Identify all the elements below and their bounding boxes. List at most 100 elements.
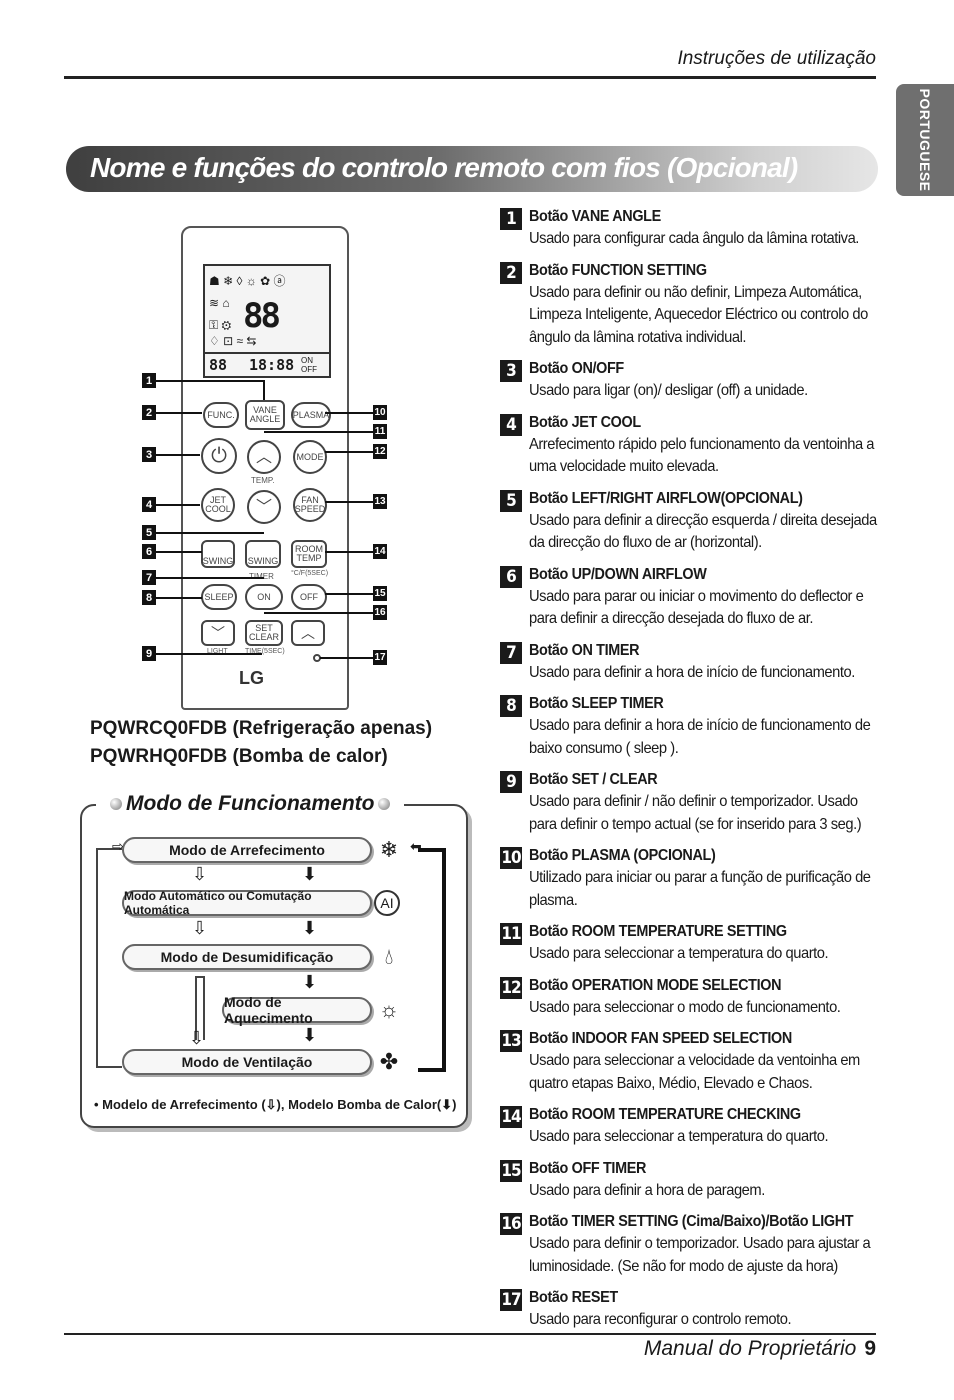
leader-line [325,593,373,595]
lcd-digits: 88 [243,296,281,336]
auto-mode-icon: AI [374,890,400,916]
header-rule [64,76,876,79]
light-label: LIGHT [207,648,228,655]
callout-15: 15 [373,586,387,601]
mode-cooling: Modo de Arrefecimento [122,837,372,863]
callout-11: 11 [373,424,387,439]
lcd-swing-icons: ≋ ⌂ [209,296,230,310]
cooling-loop-line [96,848,122,1068]
solid-down-arrow-icon: ⬇ [302,918,318,938]
outline-right-arrow-icon: ⇨ [112,838,124,854]
mode-note: • Modelo de Arrefecimento (⇩), Modelo Bo… [94,1097,457,1112]
leader-line [156,454,200,456]
func-button[interactable]: FUNC. [203,402,239,428]
page-title: Nome e funções do controlo remoto com fi… [90,152,798,183]
item-title: Botão JET COOL [529,413,641,431]
item-title: Botão RESET [529,1289,618,1306]
time-label: TIME(5SEC) [245,648,285,655]
item-title: Botão ROOM TEMPERATURE SETTING [529,923,787,940]
temp-label: TEMP. [251,476,275,485]
unit-label: °C/F(5SEC) [291,570,329,577]
callout-8: 8 [142,590,156,605]
snowflake-icon: ❄ [379,837,399,862]
callout-12: 12 [373,444,387,459]
room-temp-button[interactable]: ROOM TEMP [291,540,327,568]
leader-line [156,597,202,599]
lcd-extra-icons: ♢ ⊡ ≈ ⇆ [209,334,257,348]
sun-icon: ☼ [378,997,400,1022]
leader-line [325,551,373,553]
temp-down-button[interactable]: ﹀ [247,490,281,524]
off-timer-button[interactable]: OFF [291,584,327,610]
item-description: Usado para definir / não definir o tempo… [529,793,862,833]
timer-down-button[interactable]: ﹀ [201,620,235,646]
item-title: Botão INDOOR FAN SPEED SELECTION [529,1030,792,1047]
set-clear-button[interactable]: SET CLEAR [245,620,283,646]
callout-16: 16 [373,605,387,620]
item-number: 13 [500,1030,522,1052]
model-cooling: PQWRCQ0FDB (Refrigeração apenas) [90,718,433,739]
item-title: Botão LEFT/RIGHT AIRFLOW(OPCIONAL) [529,489,803,507]
solid-down-arrow-icon: ⬇ [302,1025,318,1045]
fan-speed-button[interactable]: FAN SPEED [293,488,327,522]
left-right-swing-button[interactable]: SWING [201,540,235,568]
item-title: Botão ROOM TEMPERATURE CHECKING [529,1106,801,1123]
timer-label: TIMER [249,572,274,581]
on-timer-button[interactable]: ON [245,584,283,610]
item-number: 11 [500,923,522,945]
item-title: Botão FUNCTION SETTING [529,261,707,279]
callout-14: 14 [373,544,387,559]
droplet-icon: 💧︎ [384,944,394,969]
leader-line [264,612,373,614]
section-header: Instruções de utilização [677,48,876,69]
sleep-button[interactable]: SLEEP [201,584,237,610]
lg-logo: LG [239,668,264,688]
item-number: 5 [500,489,522,512]
solid-left-arrow-icon: ⬅ [410,838,422,854]
item-number: 10 [500,847,522,869]
item-description: Usado para parar ou iniciar o movimento … [529,587,864,628]
item-description: Usado para definir a direcção esquerda /… [529,511,877,552]
solid-down-arrow-icon: ⬇ [302,972,318,992]
item-title: Botão SLEEP TIMER [529,695,664,712]
item-title: Botão TIMER SETTING (Cima/Baixo)/Botão L… [529,1213,854,1230]
item-title: Botão UP/DOWN AIRFLOW [529,565,707,583]
callout-6: 6 [142,544,156,559]
item-title: Botão PLASMA (OPCIONAL) [529,847,716,864]
item-description: Usado para reconfigurar o controlo remot… [529,1311,792,1328]
model-heat-pump: PQWRHQ0FDB (Bomba de calor) [90,746,388,767]
callout-4: 4 [142,497,156,512]
item-number: 8 [500,695,522,717]
up-down-swing-button[interactable]: SWING [245,540,281,568]
leader-line [156,577,264,579]
callout-13: 13 [373,494,387,509]
list-item: 16 Botão TIMER SETTING (Cima/Baixo)/Botão… [500,1211,886,1278]
lcd-mode-icons: ☗ ❄ ◊ ☼ ✿ ⓐ [209,274,286,288]
jet-cool-button[interactable]: JET COOL [201,488,235,522]
item-description: Usado para ligar (on)/ desligar (off) a … [529,382,808,399]
mode-button[interactable]: MODE [293,440,327,474]
item-number: 2 [500,261,522,284]
item-number: 6 [500,565,522,588]
temp-up-button[interactable]: ︿ [247,440,281,474]
plasma-button[interactable]: PLASMA [291,402,331,428]
bullet-icon [110,798,122,811]
item-title: Botão ON/OFF [529,360,624,377]
item-title: Botão ON TIMER [529,641,640,659]
mode-auto: Modo Automático ou Comutação Automática [122,889,372,917]
vane-angle-button[interactable]: VANE ANGLE [245,400,285,430]
callout-17: 17 [373,650,387,665]
power-icon[interactable]: ⏻ [201,438,237,474]
fan-icon: ✤ [379,1049,399,1074]
callout-3: 3 [142,447,156,462]
timer-up-button[interactable]: ︿ [291,620,325,646]
item-number: 16 [500,1213,522,1235]
